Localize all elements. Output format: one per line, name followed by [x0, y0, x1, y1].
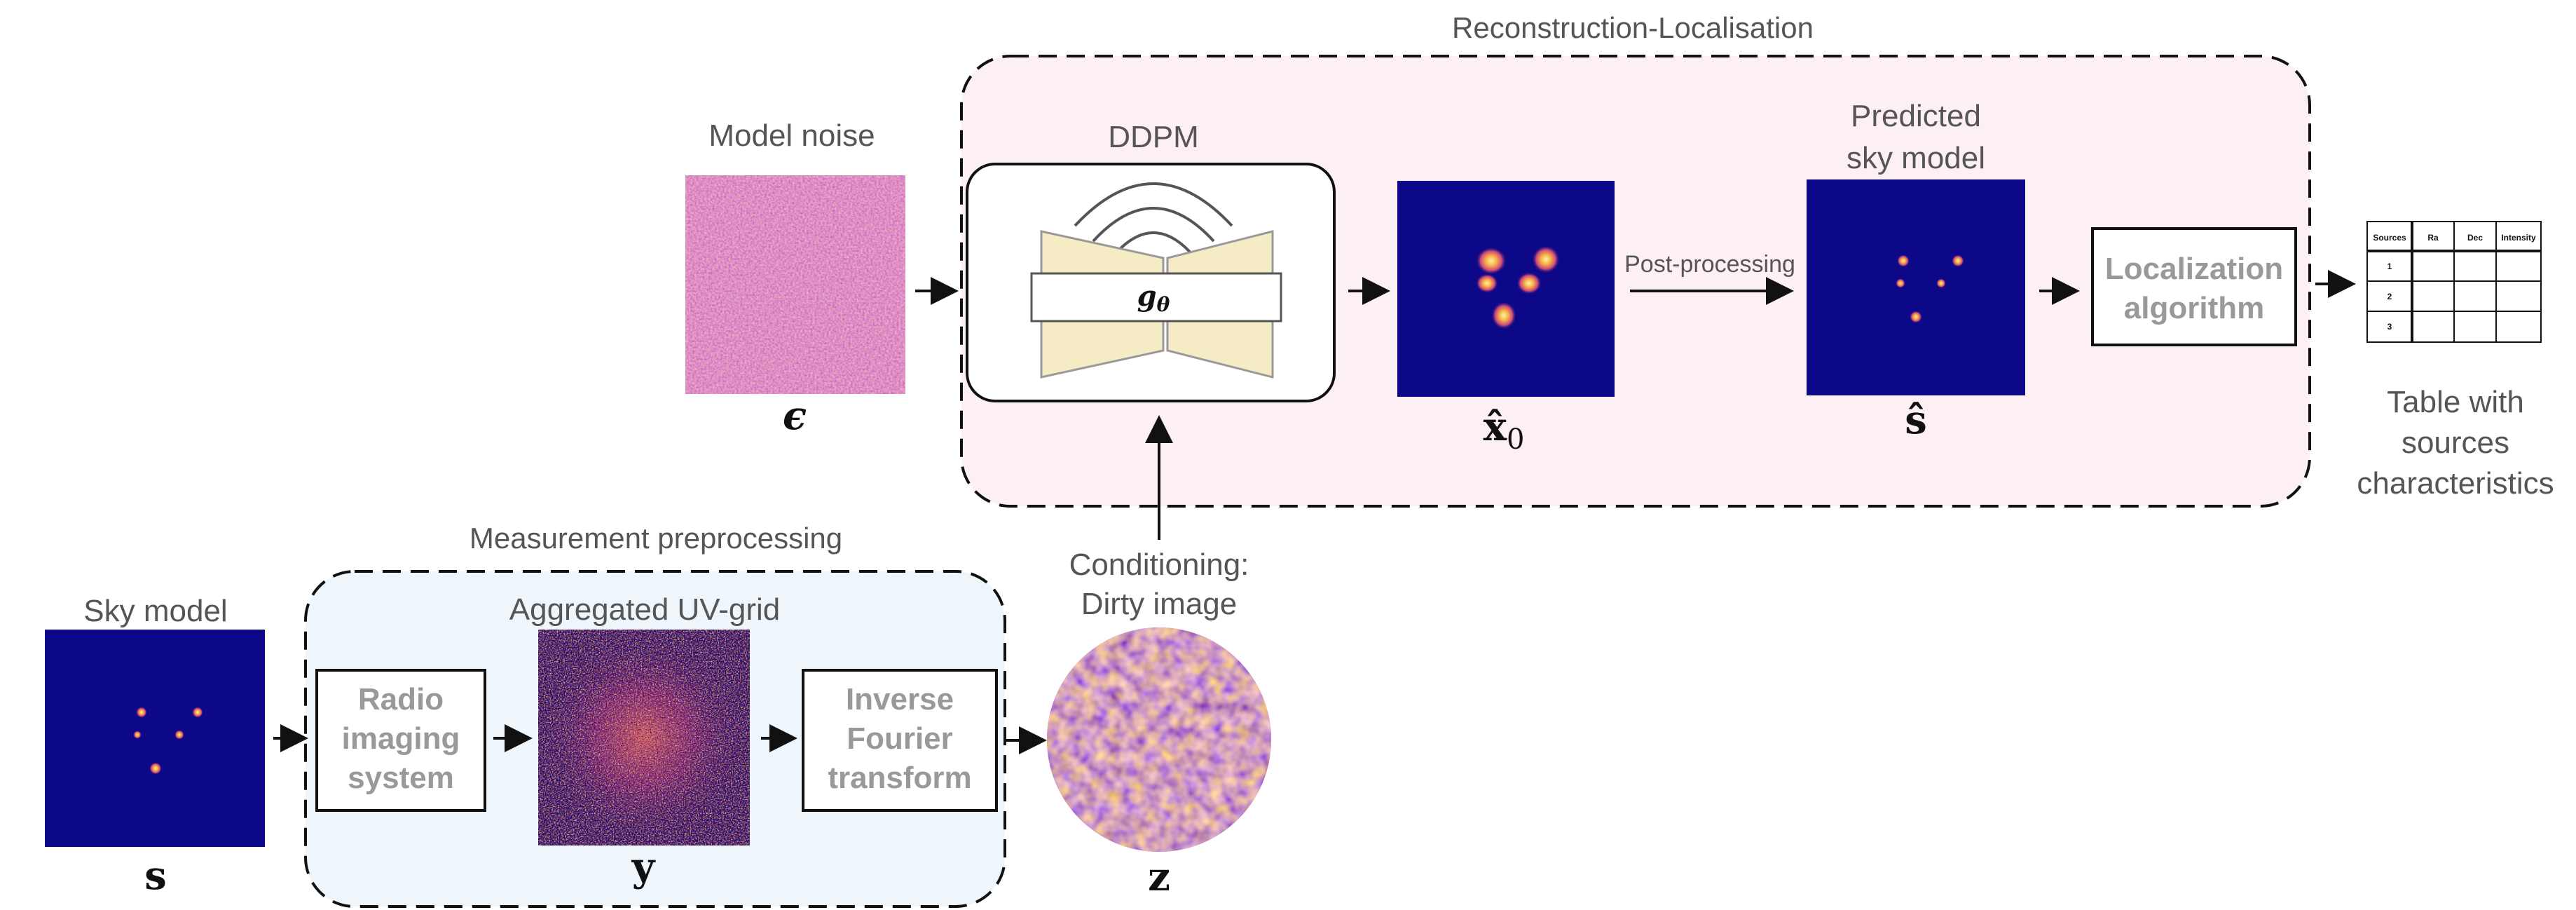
s-hat-symbol: ŝ	[1905, 397, 1927, 443]
radio-line1: Radio	[358, 682, 444, 717]
dirty-image-texture	[1047, 627, 1271, 852]
inverse-line3: transform	[828, 761, 971, 795]
x0-symbol: x̂0	[1484, 404, 1525, 456]
x0-sources	[1476, 245, 1560, 330]
predicted-sources	[1896, 254, 1964, 323]
noise-texture	[685, 175, 905, 394]
inverse-fourier-box	[802, 669, 998, 812]
radio-line3: system	[348, 761, 454, 795]
predicted-line1: Predicted	[1851, 99, 1981, 133]
table-caption-line3: characteristics	[2357, 466, 2554, 501]
sky-model-sources	[133, 707, 203, 775]
table-row-3: 3	[2387, 322, 2392, 332]
localization-box	[2091, 227, 2297, 346]
measurement-title: Measurement preprocessing	[470, 522, 842, 555]
predicted-line2: sky model	[1847, 141, 1985, 175]
table-header-dec: Dec	[2467, 233, 2483, 243]
conditioning-line2: Dirty image	[1081, 587, 1238, 621]
aggregated-label: Aggregated UV-grid	[509, 592, 780, 627]
radio-imaging-box	[315, 669, 486, 812]
table-row-1: 1	[2387, 262, 2392, 271]
conditioning-line1: Conditioning:	[1069, 548, 1249, 582]
uv-grid-texture	[538, 630, 750, 846]
inverse-line2: Fourier	[847, 721, 953, 756]
table-caption-line1: Table with	[2387, 385, 2524, 419]
table-header-sources: Sources	[2373, 233, 2406, 243]
radio-line2: imaging	[342, 721, 460, 756]
x0-image	[1397, 181, 1615, 397]
unet-icon	[1030, 182, 1282, 379]
post-processing-label: Post-processing	[1624, 251, 1795, 278]
y-symbol: y	[631, 844, 656, 890]
source-table: Sources Ra Dec Intensity 1 2 3	[2366, 221, 2542, 343]
s-symbol: s	[144, 853, 167, 899]
table-caption-line2: sources	[2402, 426, 2509, 460]
localization-line1: Localization	[2105, 252, 2283, 286]
network-block	[1030, 272, 1282, 322]
z-symbol: z	[1148, 854, 1170, 900]
network-label: gθ	[1137, 280, 1170, 316]
table-row-2: 2	[2387, 292, 2392, 301]
epsilon-symbol: ϵ	[783, 393, 807, 439]
localization-line2: algorithm	[2124, 291, 2264, 325]
predicted-image	[1807, 179, 2025, 395]
sky-model-label: Sky model	[83, 594, 227, 628]
model-noise-label: Model noise	[708, 118, 875, 153]
table-header-intensity: Intensity	[2501, 233, 2536, 243]
inverse-line1: Inverse	[846, 682, 954, 717]
sky-model-image	[45, 630, 265, 847]
table-header-ra: Ra	[2427, 233, 2439, 243]
reconstruction-title: Reconstruction-Localisation	[1452, 11, 1814, 44]
ddpm-label: DDPM	[1108, 120, 1199, 154]
